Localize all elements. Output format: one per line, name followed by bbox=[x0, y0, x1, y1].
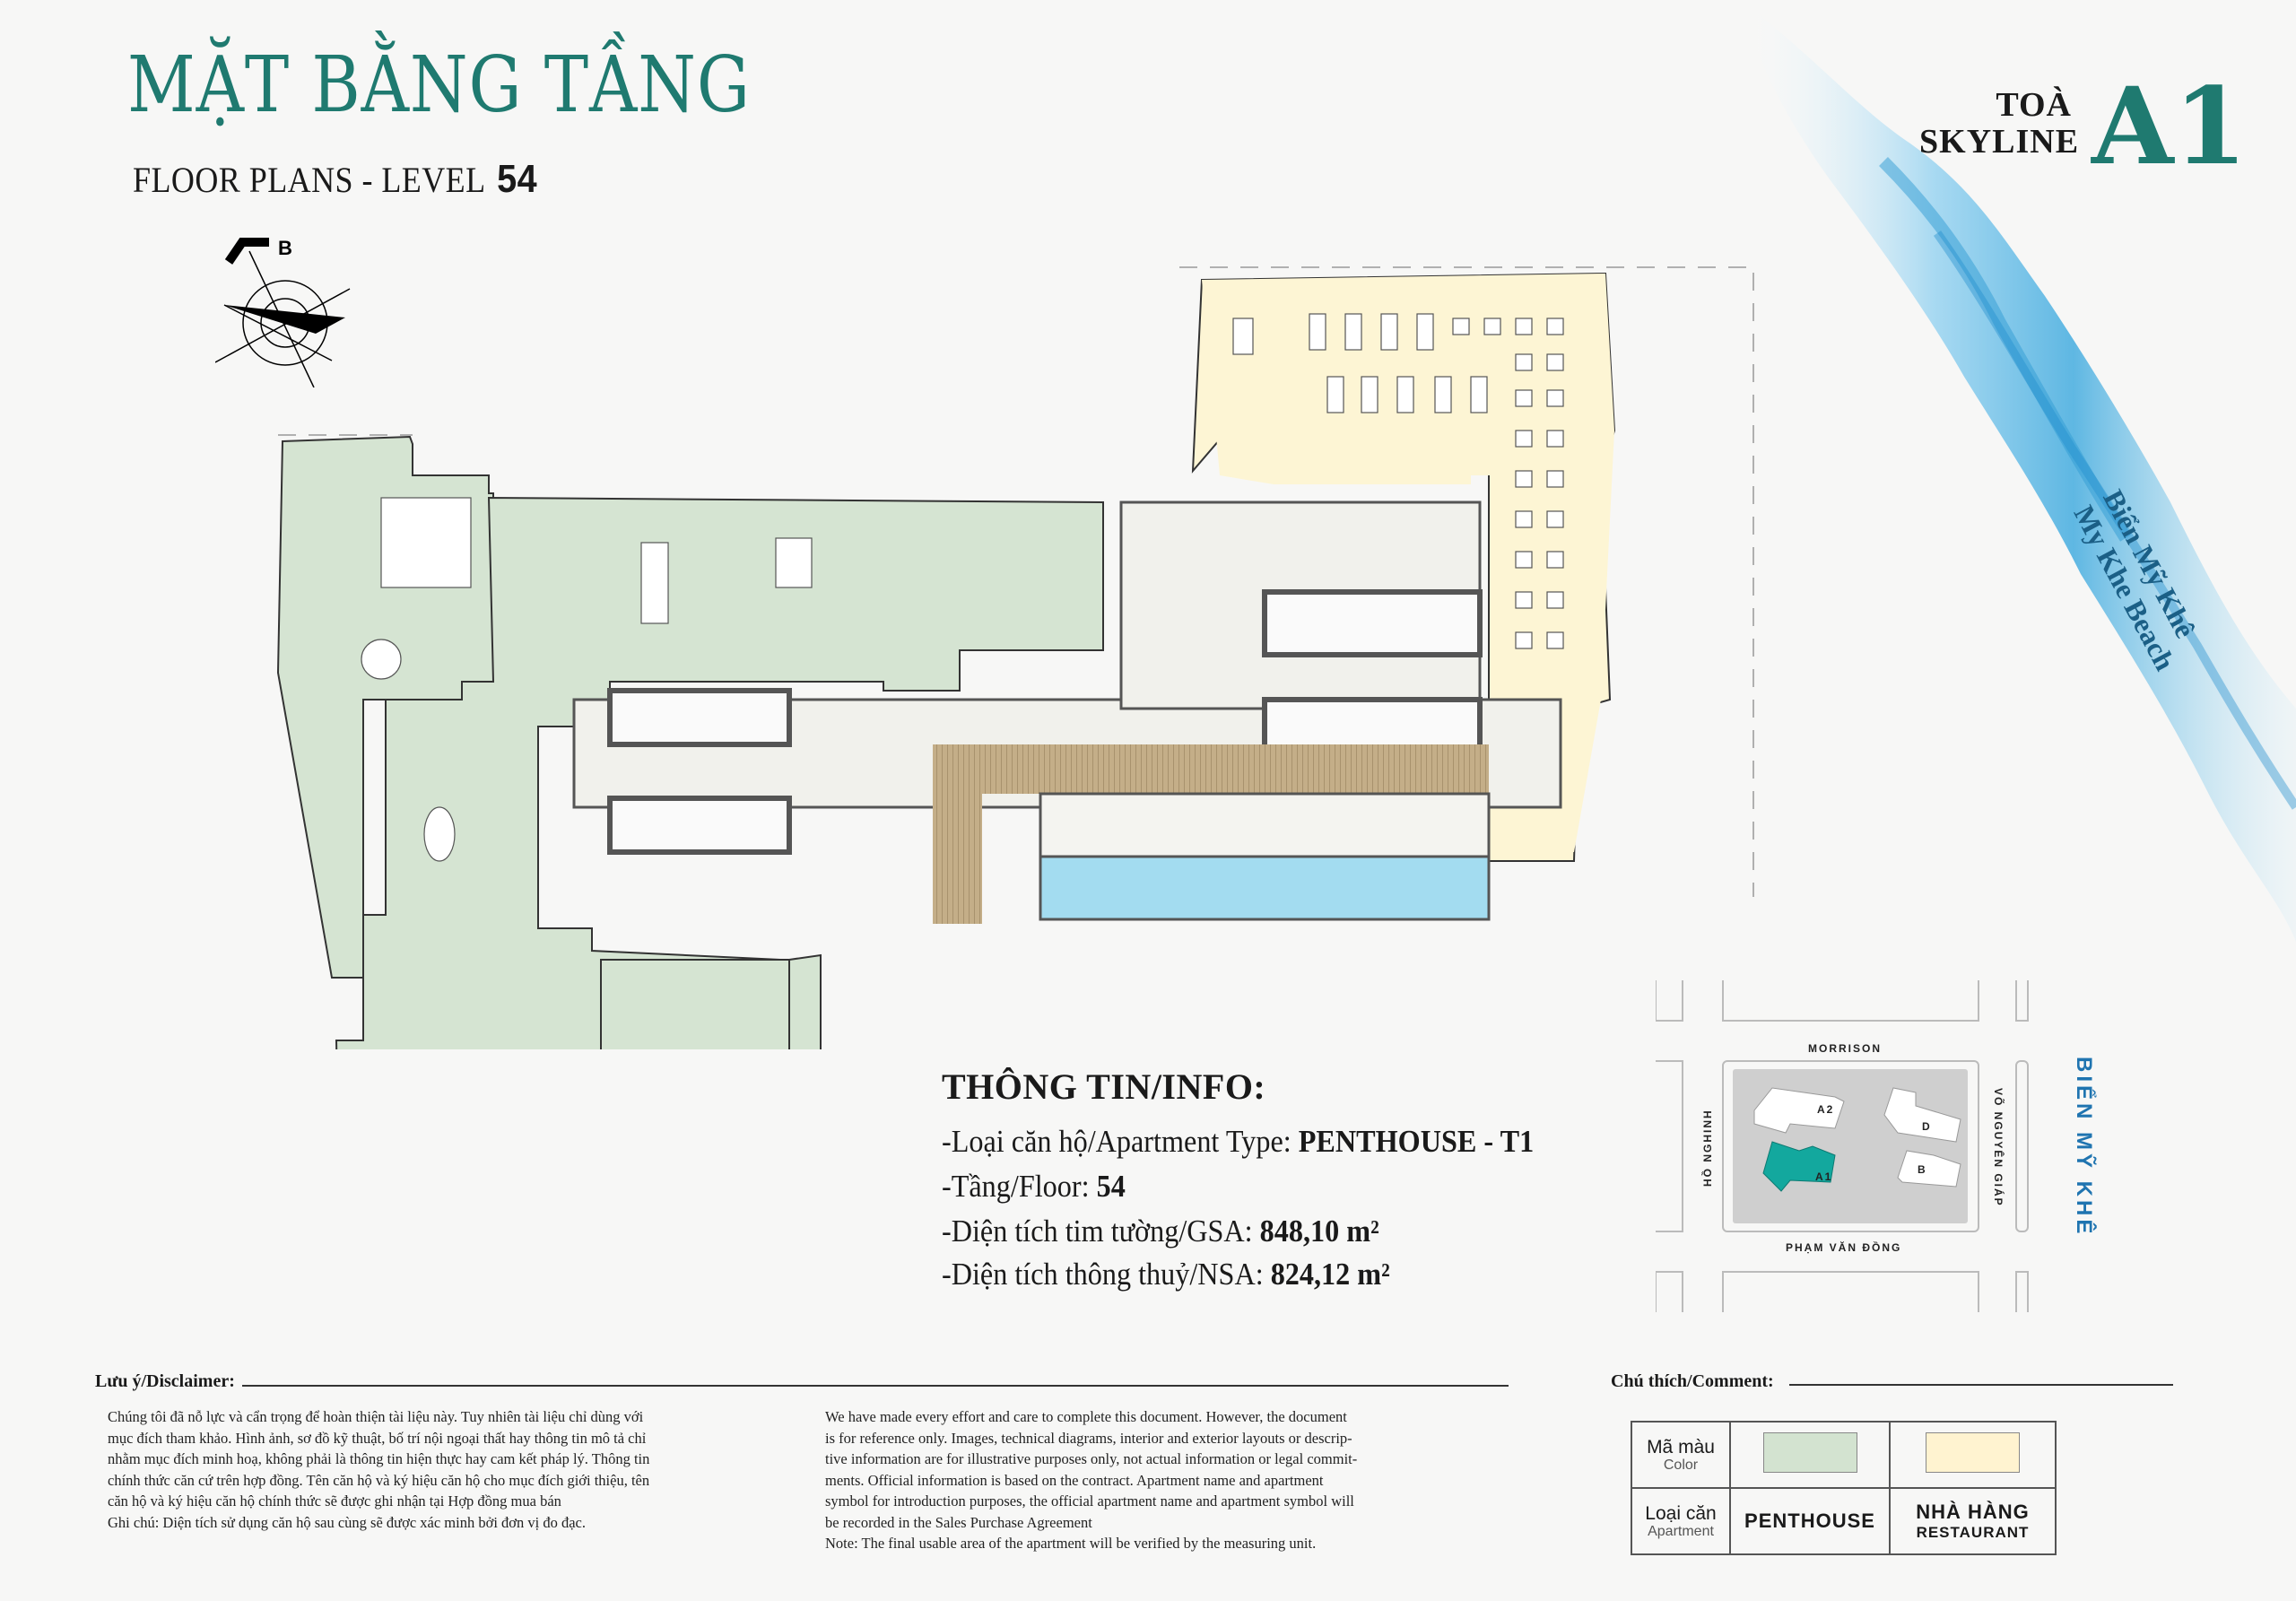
furniture bbox=[361, 497, 813, 862]
page-subtitle: FLOOR PLANS - LEVEL 54 bbox=[133, 160, 537, 199]
boundary-dashes bbox=[278, 266, 1754, 897]
info-gsa: -Diện tích tim tường/GSA: 848,10 m² bbox=[942, 1215, 1379, 1247]
street-left-label: HỒ NGHINH bbox=[1700, 1109, 1714, 1187]
comment-heading: Chú thích/Comment: bbox=[1611, 1371, 1774, 1391]
disclaimer-en-line: symbol for introduction purposes, the of… bbox=[825, 1492, 1354, 1510]
legend-penthouse-type: PENTHOUSE bbox=[1729, 1487, 1891, 1555]
location-key-map: A2 D A1 B MORRISON PHẠM VĂN ĐỒNG HỒ NGHI… bbox=[1656, 980, 2097, 1312]
disclaimer-vi-line: mục đích tham khảo. Hình ảnh, sơ đồ kỹ t… bbox=[108, 1429, 647, 1447]
disclaimer-en-line: tive information are for illustrative pu… bbox=[825, 1450, 1358, 1467]
disclaimer-en: We have made every effort and care to co… bbox=[825, 1406, 1507, 1554]
legend-restaurant-sub: RESTAURANT bbox=[1916, 1524, 2030, 1541]
wood-deck bbox=[933, 744, 1489, 794]
disclaimer-en-line: be recorded in the Sales Purchase Agreem… bbox=[825, 1513, 1092, 1531]
floor-plan bbox=[276, 266, 1754, 1049]
street-top-label: MORRISON bbox=[1808, 1042, 1882, 1055]
subtitle-text: FLOOR PLANS - LEVEL bbox=[133, 160, 486, 200]
restaurant-swatch bbox=[1926, 1432, 2020, 1473]
info-value: 54 bbox=[1096, 1169, 1126, 1204]
legend-penthouse-color bbox=[1729, 1421, 1891, 1489]
legend-restaurant-name: NHÀ HÀNG bbox=[1916, 1501, 2030, 1523]
legend-type-sublabel: Apartment bbox=[1648, 1523, 1714, 1539]
tower-code: A1 bbox=[2092, 64, 2248, 188]
tower-label: TOÀ SKYLINE bbox=[1919, 86, 2080, 161]
info-title: THÔNG TIN/INFO: bbox=[942, 1066, 1266, 1107]
elevator-bank bbox=[607, 589, 1483, 855]
disclaimer-en-line: We have made every effort and care to co… bbox=[825, 1408, 1347, 1425]
info-apartment-type: -Loại căn hộ/Apartment Type: PENTHOUSE -… bbox=[942, 1126, 1534, 1157]
disclaimer-heading: Lưu ý/Disclaimer: bbox=[95, 1371, 235, 1391]
disclaimer-vi-line: nhằm mục đích minh hoạ, không phải là th… bbox=[108, 1450, 650, 1467]
disclaimer-en-line: Note: The final usable area of the apart… bbox=[825, 1535, 1317, 1552]
info-value: 824,12 m² bbox=[1270, 1257, 1390, 1292]
north-arrow-compass-icon: B bbox=[215, 237, 351, 387]
tower-label-line1: TOÀ bbox=[1996, 86, 2072, 124]
restaurant-tables bbox=[1232, 313, 1564, 649]
info-floor: -Tầng/Floor: 54 bbox=[942, 1170, 1126, 1202]
building-a2-label: A2 bbox=[1817, 1103, 1834, 1116]
street-bottom-label: PHẠM VĂN ĐỒNG bbox=[1786, 1240, 1901, 1254]
disclaimer-vi-line: Ghi chú: Diện tích sử dụng căn hộ sau cù… bbox=[108, 1513, 586, 1531]
info-nsa: -Diện tích thông thuỷ/NSA: 824,12 m² bbox=[942, 1258, 1390, 1290]
disclaimer-en-line: is for reference only. Images, technical… bbox=[825, 1429, 1352, 1447]
sun-lounger-area bbox=[1039, 792, 1491, 867]
info-label: -Tầng/Floor: bbox=[942, 1169, 1097, 1204]
building-a1-label: A1 bbox=[1815, 1170, 1832, 1183]
street-right-label: VÕ NGUYÊN GIÁP bbox=[1992, 1088, 2005, 1207]
info-value: PENTHOUSE - T1 bbox=[1298, 1124, 1535, 1159]
penthouse-swatch bbox=[1762, 1432, 1857, 1473]
compass-north-label: B bbox=[278, 237, 292, 259]
disclaimer-vi-line: căn hộ và ký hiệu căn hộ chính thức sẽ đ… bbox=[108, 1492, 561, 1510]
sea-label: BIỂN MỸ KHÊ bbox=[2072, 1057, 2097, 1237]
ocean-watercolor bbox=[1740, 0, 2296, 942]
legend-color-sublabel: Color bbox=[1663, 1457, 1699, 1473]
legend-type-label: Loại căn bbox=[1645, 1502, 1717, 1524]
info-label: -Diện tích thông thuỷ/NSA: bbox=[942, 1257, 1271, 1292]
tower-label-line2: SKYLINE bbox=[1919, 123, 2080, 161]
building-b-label: B bbox=[1918, 1163, 1927, 1176]
comment-rule bbox=[1789, 1384, 2173, 1386]
wood-deck-side bbox=[933, 744, 982, 924]
disclaimer-vi: Chúng tôi đã nỗ lực và cẩn trọng để hoàn… bbox=[108, 1406, 789, 1533]
disclaimer-rule bbox=[242, 1385, 1509, 1387]
building-d-label: D bbox=[1922, 1120, 1932, 1133]
page-title: MẶT BẰNG TẦNG bbox=[127, 40, 751, 130]
legend-restaurant-color bbox=[1889, 1421, 2057, 1489]
infinity-pool bbox=[1039, 855, 1491, 921]
disclaimer-vi-line: Chúng tôi đã nỗ lực và cẩn trọng để hoàn… bbox=[108, 1408, 644, 1425]
info-value: 848,10 m² bbox=[1259, 1214, 1379, 1249]
info-label: -Loại căn hộ/Apartment Type: bbox=[942, 1124, 1299, 1159]
disclaimer-vi-line: chính thức căn cứ trên hợp đồng. Tên căn… bbox=[108, 1471, 650, 1489]
info-label: -Diện tích tim tường/GSA: bbox=[942, 1214, 1260, 1249]
level-number: 54 bbox=[497, 157, 538, 201]
disclaimer-en-line: ments. Official information is based on … bbox=[825, 1471, 1324, 1489]
legend-color-label: Mã màu bbox=[1647, 1436, 1715, 1457]
